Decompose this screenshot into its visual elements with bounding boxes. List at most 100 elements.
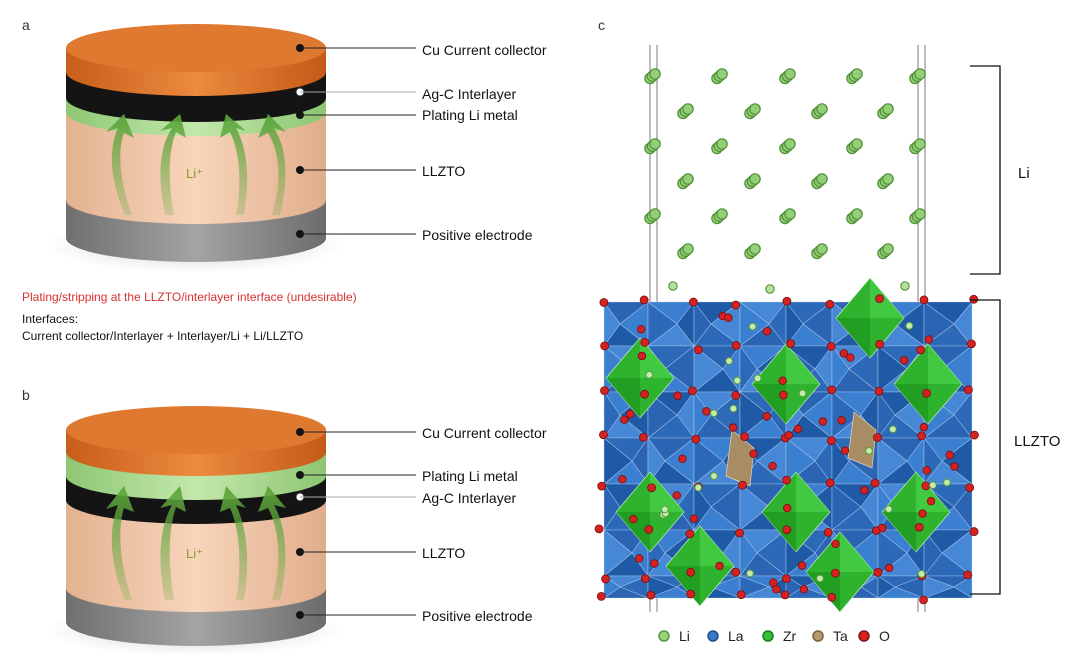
o-atom xyxy=(731,391,741,400)
o-atom xyxy=(950,462,959,471)
li-atom xyxy=(928,481,937,490)
li-atom xyxy=(816,103,828,115)
o-atom xyxy=(738,480,747,490)
llzto-atoms xyxy=(594,294,979,605)
o-atom xyxy=(689,297,698,307)
note-interfaces-heading: Interfaces: xyxy=(22,312,78,326)
li-atom xyxy=(733,376,742,385)
o-atom xyxy=(782,503,792,513)
o-atom xyxy=(689,514,699,523)
legend-swatch-o xyxy=(858,630,870,642)
arrow-shape xyxy=(106,114,134,215)
la-polyhedron-face xyxy=(739,345,758,393)
o-atom xyxy=(686,589,696,599)
llzto-layer xyxy=(66,500,326,612)
o-atom xyxy=(600,386,609,396)
o-atom xyxy=(926,496,936,506)
o-atom xyxy=(825,299,835,309)
o-atom xyxy=(731,567,741,577)
o-atom xyxy=(731,300,741,310)
li-atom xyxy=(917,570,926,578)
o-atom xyxy=(793,424,803,434)
li-ion-label: Li⁺ xyxy=(186,546,203,561)
la-polyhedron-face xyxy=(739,575,770,599)
o-atom xyxy=(872,526,881,535)
o-atom xyxy=(772,585,781,594)
li-atom xyxy=(914,68,926,80)
li-ion-arrows xyxy=(106,486,286,600)
o-atom xyxy=(782,475,791,485)
o-atom xyxy=(768,461,777,471)
o-atom xyxy=(786,339,795,348)
la-polyhedron-face xyxy=(647,437,666,485)
o-atom xyxy=(644,525,654,534)
o-atom xyxy=(688,386,697,396)
li-atom xyxy=(816,574,824,583)
o-atom xyxy=(740,432,749,441)
o-atom xyxy=(884,563,894,573)
o-atom xyxy=(693,345,703,355)
zr-octahedron-face xyxy=(640,338,674,378)
zr-octahedron-face xyxy=(616,512,650,552)
la-polyhedron-face xyxy=(785,301,804,347)
zr-octahedron-face xyxy=(894,384,928,424)
li-atom xyxy=(865,446,873,455)
o-atom xyxy=(945,450,954,460)
la-polyhedron-face xyxy=(647,575,678,599)
label-agc-interlayer: Ag-C Interlayer xyxy=(422,490,516,506)
o-atom xyxy=(780,590,790,600)
label-plating-li-metal: Plating Li metal xyxy=(422,468,518,484)
o-atom xyxy=(636,325,646,334)
li-atom xyxy=(905,321,914,330)
arrow-shape xyxy=(220,114,248,215)
la-polyhedron-face xyxy=(923,575,955,599)
arrow-shape xyxy=(220,486,248,600)
zr-octahedron-face xyxy=(700,526,734,566)
label-cu-current-collector: Cu Current collector xyxy=(422,42,547,58)
panel-b: b Li⁺ Cu Current collector Plating xyxy=(22,387,547,656)
li-atom xyxy=(694,483,703,492)
o-atom xyxy=(924,335,934,344)
legend-swatch-la xyxy=(707,630,719,642)
note-undesirable: Plating/stripping at the LLZTO/interlaye… xyxy=(22,290,357,304)
legend-label-o: O xyxy=(879,628,890,644)
zr-octahedron-face xyxy=(836,318,870,358)
o-atom xyxy=(799,584,809,594)
li-atom xyxy=(943,478,951,487)
o-atom xyxy=(900,356,909,365)
o-atom xyxy=(963,570,973,580)
li-atom xyxy=(660,505,669,514)
o-atom xyxy=(640,338,650,347)
li-ion-arrows xyxy=(106,114,286,215)
la-polyhedron-face xyxy=(647,391,678,439)
o-atom xyxy=(875,339,885,349)
o-atom xyxy=(970,430,979,440)
o-atom xyxy=(637,351,647,361)
o-atom xyxy=(782,296,792,306)
o-atom xyxy=(596,591,606,601)
o-atom xyxy=(646,590,656,600)
bracket-llzto xyxy=(970,299,1001,595)
li-atom xyxy=(784,208,796,220)
o-atom xyxy=(736,590,746,600)
li-atom xyxy=(749,103,761,115)
li-atom xyxy=(710,472,718,480)
note-interfaces-body: Current collector/Interlayer + Interlaye… xyxy=(22,329,303,343)
la-polyhedron-face xyxy=(831,483,862,531)
o-atom xyxy=(916,345,926,355)
li-atom xyxy=(765,284,775,294)
o-atom xyxy=(922,388,931,398)
o-atom xyxy=(781,574,791,584)
legend-label-li: Li xyxy=(679,628,690,644)
o-atom xyxy=(919,595,928,605)
li-atom xyxy=(784,68,796,80)
zr-octahedron-face xyxy=(786,344,820,384)
o-atom xyxy=(702,407,711,416)
arrow-shape xyxy=(258,114,286,215)
o-atom xyxy=(715,561,724,571)
o-atom xyxy=(818,417,828,426)
panel-a-callouts xyxy=(295,44,416,238)
o-atom xyxy=(831,539,840,549)
cu-collector-top xyxy=(66,406,326,454)
li-atom xyxy=(682,243,694,255)
